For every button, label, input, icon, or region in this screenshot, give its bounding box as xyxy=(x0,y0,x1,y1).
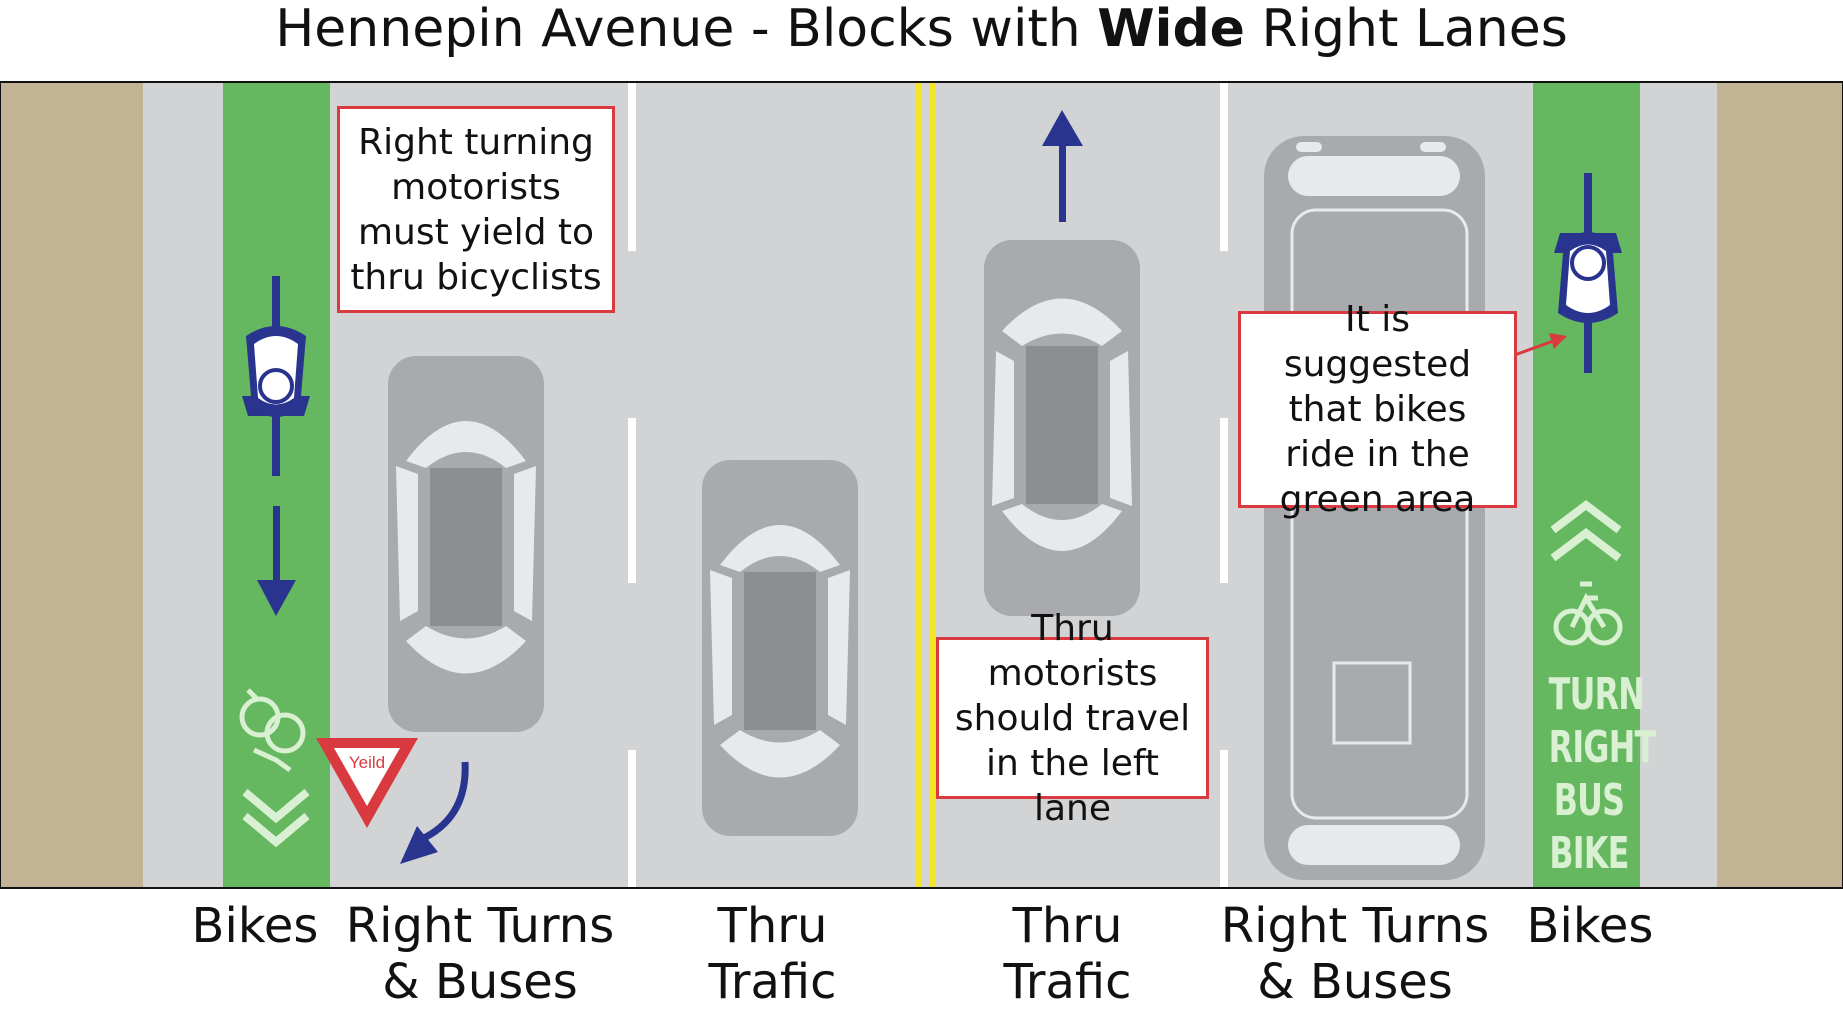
right-sidewalk xyxy=(1717,83,1842,887)
title-suffix: Right Lanes xyxy=(1244,0,1568,59)
centerline-right xyxy=(929,83,935,887)
left-bike-pavement-symbol xyxy=(239,688,306,773)
right-bike-pavement-symbol xyxy=(1553,581,1623,646)
diagram-title: Hennepin Avenue - Blocks with Wide Right… xyxy=(0,0,1843,58)
arrow-bike-southbound xyxy=(257,506,296,616)
car-right-turn-lane xyxy=(388,356,544,732)
left-sidewalk xyxy=(1,83,143,887)
pavement-text-right: RIGHT xyxy=(1548,722,1656,773)
title-prefix: Hennepin Avenue - Blocks with xyxy=(275,0,1098,59)
lane-label-bikes-left: Bikes xyxy=(191,898,319,954)
left-bike-lane xyxy=(223,83,330,887)
title-bold-word: Wide xyxy=(1097,0,1245,59)
pavement-text-bike: BIKE xyxy=(1549,828,1629,879)
lane-dashes xyxy=(628,83,1228,887)
callout-yield-rule: Right turning motorists must yield to th… xyxy=(337,106,615,313)
lane-label-bikes-right: Bikes xyxy=(1526,898,1654,954)
pavement-text-turn: TURN xyxy=(1548,669,1645,720)
arrow-car-northbound xyxy=(1042,110,1083,222)
chevrons-up-right xyxy=(1550,499,1622,562)
arrow-right-turn xyxy=(400,761,469,864)
lane-label-thru-right: Thru Trafic xyxy=(1003,898,1132,1010)
yield-sign xyxy=(316,738,418,828)
callout-bike-suggestion: It is suggested that bikes ride in the g… xyxy=(1238,299,1517,520)
callout-pointer-arrow xyxy=(1511,333,1567,358)
car-thru-lane-southbound xyxy=(702,460,858,836)
lane-label-right-turns-right: Right Turns & Buses xyxy=(1220,898,1490,1010)
lane-label-thru-left: Thru Trafic xyxy=(708,898,837,1010)
chevrons-down-left xyxy=(242,788,310,848)
centerline-left xyxy=(915,83,921,887)
callout-thru-rule: Thru motorists should travel in the left… xyxy=(936,608,1209,829)
yield-sign-label: Yeild xyxy=(349,753,385,772)
pavement-text-bus: BUS xyxy=(1553,775,1625,826)
car-thru-lane-northbound xyxy=(984,240,1140,616)
lane-label-right-turns-left: Right Turns & Buses xyxy=(345,898,615,1010)
